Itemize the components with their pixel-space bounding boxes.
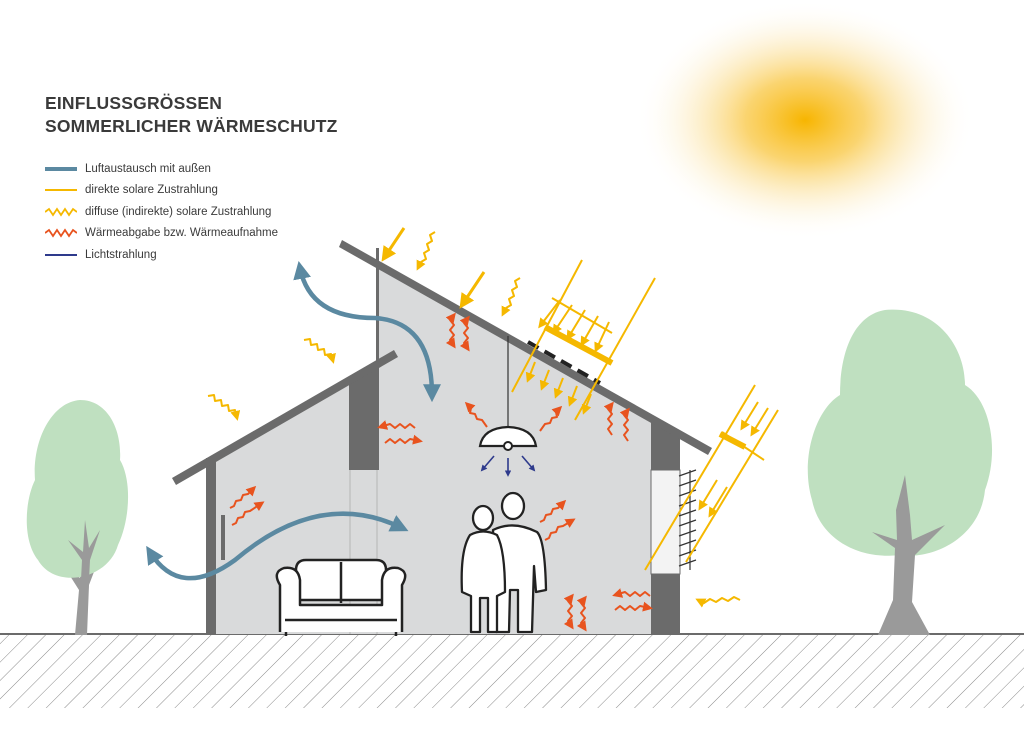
light-radiation-line-icon (45, 253, 77, 256)
persons (460, 491, 548, 634)
external-blind (678, 469, 697, 570)
title-line-1: EINFLUSSGRÖSSEN (45, 93, 223, 113)
legend-item-diffuse-solar: diffuse (indirekte) solare Zustrahlung (45, 201, 278, 223)
legend-item-heat-exchange: Wärmeabgabe bzw. Wärmeaufnahme (45, 223, 278, 245)
legend-item-light-radiation: Lichtstrahlung (45, 244, 278, 266)
heat-exchange-waves (229, 312, 653, 632)
ground (0, 633, 1024, 708)
ceiling-lamp (478, 336, 538, 477)
legend-label: Wärmeabgabe bzw. Wärmeaufnahme (85, 227, 279, 240)
legend: Luftaustausch mit außen direkte solare Z… (45, 158, 278, 266)
legend-label: diffuse (indirekte) solare Zustrahlung (85, 205, 272, 218)
tree-left (26, 400, 129, 635)
legend-item-direct-solar: direkte solare Zustrahlung (45, 180, 278, 202)
air-exchange-arrows (146, 260, 441, 581)
direct-solar-rays (381, 227, 779, 571)
direct-solar-line-icon (45, 189, 77, 192)
heat-exchange-wave-icon (45, 228, 77, 238)
diffuse-solar-wave-icon (45, 207, 77, 217)
diagram-title: EINFLUSSGRÖSSEN SOMMERLICHER WÄRMESCHUTZ (45, 92, 338, 138)
legend-label: direkte solare Zustrahlung (85, 184, 218, 197)
air-exchange-line-icon (45, 166, 77, 171)
title-line-2: SOMMERLICHER WÄRMESCHUTZ (45, 116, 338, 136)
sofa (275, 558, 407, 636)
legend-label: Lichtstrahlung (85, 248, 157, 261)
sun (635, 0, 975, 240)
diffuse-solar-waves (207, 231, 741, 608)
legend-label: Luftaustausch mit außen (85, 162, 211, 175)
legend-item-air-exchange: Luftaustausch mit außen (45, 158, 278, 180)
tree-right (807, 309, 993, 635)
